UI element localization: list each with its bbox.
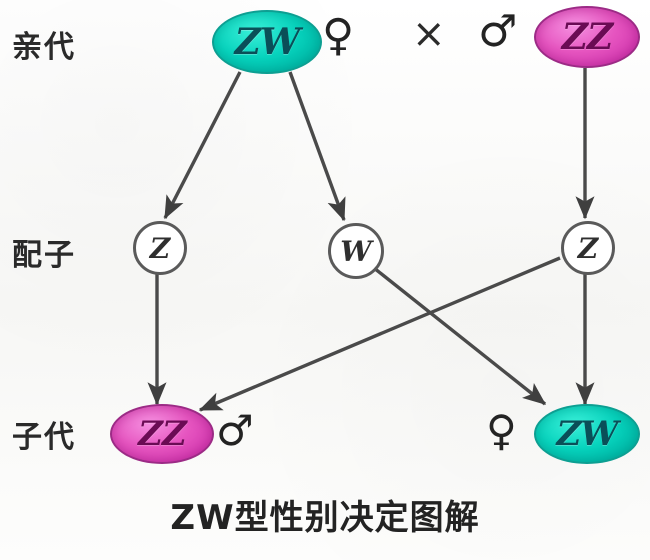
parent-male-sex-symbol: ♂ (478, 6, 518, 57)
arrow-gamete-z-right-to-offspring-zz (198, 256, 561, 412)
offspring-male-genotype-text: ZZ (138, 414, 187, 454)
diagram-caption: ZW型性别决定图解 (170, 498, 480, 538)
gamete-circle-w-maternal: W (328, 223, 384, 279)
gamete-label-w-maternal: W (340, 234, 372, 268)
arrow-mother-to-gamete-w (288, 71, 346, 222)
parent-female-genotype-text: ZW (234, 21, 301, 63)
parent-male-genotype-text: ZZ (561, 16, 614, 58)
offspring-male-genotype-oval: ZZ (110, 404, 214, 464)
offspring-female-genotype-oval: ZW (534, 404, 640, 464)
cross-symbol: × (412, 11, 446, 57)
offspring-female-sex-symbol: ♀ (486, 406, 517, 455)
gamete-circle-z-paternal: Z (561, 221, 615, 275)
parent-male-genotype-oval: ZZ (534, 6, 640, 68)
parent-female-sex-symbol: ♀ (322, 10, 355, 61)
offspring-female-genotype-text: ZW (556, 414, 618, 454)
row-label-offspring: 子代 (12, 420, 76, 455)
row-label-parental: 亲代 (12, 30, 76, 65)
parent-female-genotype-oval: ZW (212, 10, 322, 74)
arrow-mother-to-gamete-z (163, 71, 242, 220)
row-label-gametes: 配子 (12, 238, 76, 273)
gamete-circle-z-maternal: Z (133, 221, 187, 275)
gamete-label-z-maternal: Z (149, 231, 171, 265)
arrow-gamete-w-to-offspring-zw (372, 266, 547, 406)
gamete-label-z-paternal: Z (577, 231, 599, 265)
offspring-male-sex-symbol: ♂ (216, 406, 254, 455)
